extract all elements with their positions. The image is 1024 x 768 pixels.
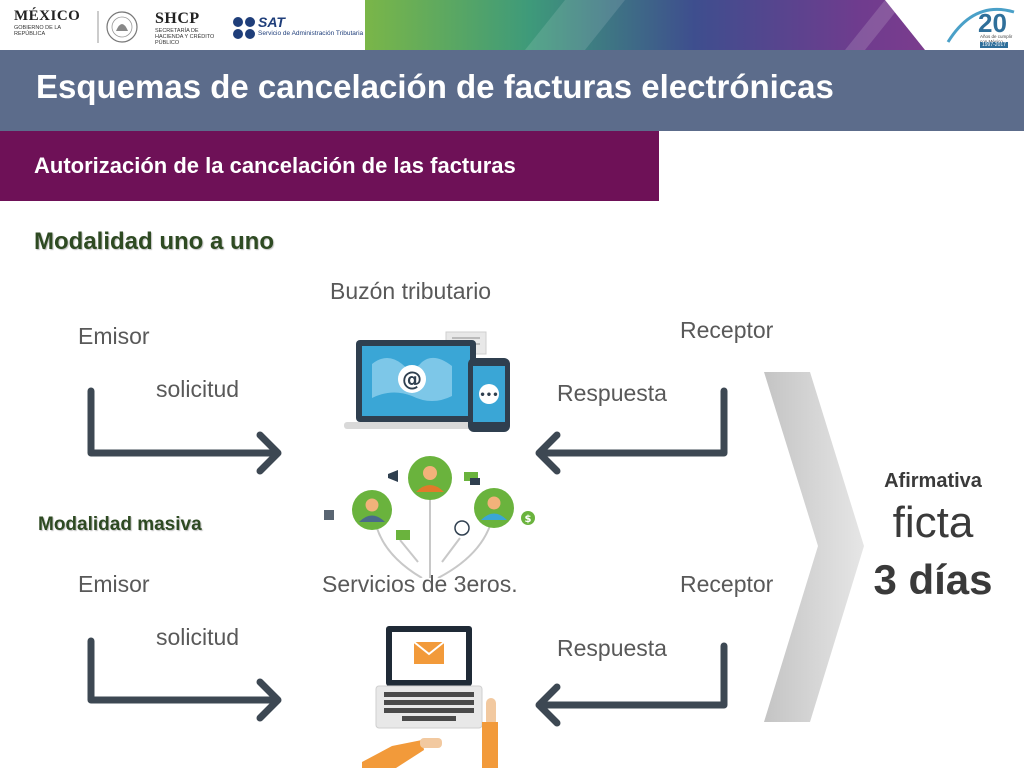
chevron-arrow-icon	[764, 372, 864, 722]
servicios-label: Servicios de 3eros.	[322, 571, 518, 597]
afirmativa-label: Afirmativa	[884, 470, 982, 492]
respuesta-label-1: Respuesta	[557, 380, 667, 406]
emisor-label-1: Emisor	[78, 323, 150, 349]
third-party-services-icon: $	[324, 456, 535, 578]
sat-logo-subtitle: Servicio de Administración Tributaria	[258, 30, 364, 37]
solicitud-arrow-2	[87, 637, 282, 722]
sat-logo: SAT Servicio de Administración Tributari…	[258, 14, 383, 44]
laptop-email-icon: @ •••	[344, 331, 510, 432]
receptor-label-1: Receptor	[680, 317, 774, 343]
seal-icon	[97, 11, 138, 43]
tres-dias-label: 3 días	[873, 556, 993, 603]
solicitud-label-2: solicitud	[156, 624, 240, 650]
page-subtitle: Autorización de la cancelación de las fa…	[34, 153, 516, 178]
subtitle-band	[0, 131, 659, 201]
title-band	[0, 50, 1024, 131]
anniversary-badge	[946, 7, 1015, 43]
shcp-logo-name: SHCP	[155, 10, 200, 27]
anniversary-text: Años de cumplir con México	[980, 34, 1013, 44]
emisor-label-2: Emisor	[78, 571, 150, 597]
shcp-logo: SHCP SECRETARÍA DE HACIENDA Y CRÉDITO PÚ…	[155, 10, 225, 46]
modalidad-masiva-heading: Modalidad masiva	[38, 514, 202, 535]
header-banner	[365, 0, 1024, 50]
respuesta-label-2: Respuesta	[557, 635, 667, 661]
ficta-label: ficta	[892, 498, 974, 547]
sat-logo-name: SAT	[258, 14, 285, 30]
anniversary-number: 20	[978, 8, 1007, 38]
anniversary-years: 1997-2017	[980, 42, 1008, 48]
laptop-envelope-icon	[362, 626, 498, 768]
chat-dots-icon: •••	[479, 390, 498, 401]
solicitud-arrow-1	[87, 387, 282, 475]
mexico-logo: MÉXICO GOBIERNO DE LA REPÚBLICA	[14, 8, 90, 44]
at-symbol-icon: @	[402, 367, 422, 391]
respuesta-arrow-1	[535, 387, 728, 475]
sat-dots-icon	[233, 17, 255, 39]
dollar-icon: $	[525, 514, 532, 525]
mexico-logo-name: MÉXICO	[14, 8, 81, 24]
respuesta-arrow-2	[535, 642, 728, 727]
solicitud-label-1: solicitud	[156, 376, 240, 402]
receptor-label-2: Receptor	[680, 571, 774, 597]
buzon-label: Buzón tributario	[330, 278, 492, 304]
mexico-logo-subtitle: GOBIERNO DE LA REPÚBLICA	[14, 25, 61, 37]
modalidad-uno-heading: Modalidad uno a uno	[34, 228, 274, 255]
page-title: Esquemas de cancelación de facturas elec…	[36, 68, 834, 105]
shcp-logo-subtitle: SECRETARÍA DE HACIENDA Y CRÉDITO PÚBLICO	[155, 28, 215, 46]
